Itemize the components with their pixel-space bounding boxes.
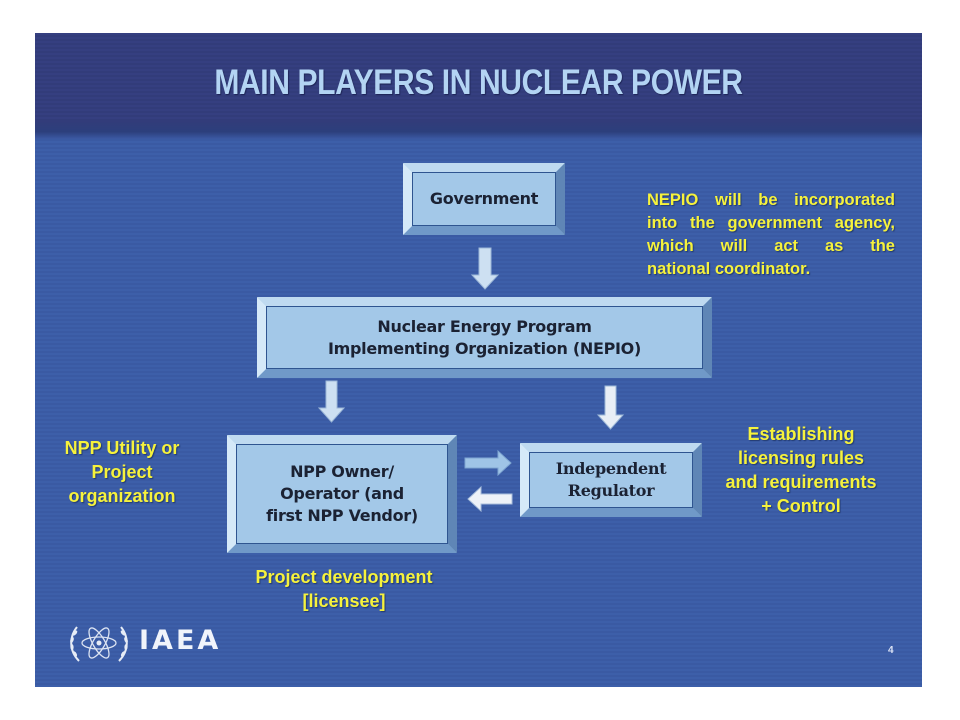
node-regulator: Independent Regulator [520,443,702,517]
note-line: into the government agency, [647,214,895,232]
logo-text: IAEA [139,625,222,656]
slide-header [35,33,922,137]
node-label: Government [429,189,539,208]
owner-left-note: NPP Utility or Project organization [64,438,180,506]
node-npp-owner: NPP Owner/ Operator (and first NPP Vendo… [227,435,457,553]
arrow-down-icon [470,247,500,290]
connector-arrows [317,247,625,513]
node-government: Government [403,163,565,235]
arrow-left-icon [467,485,513,513]
arrow-down-icon [317,380,346,423]
slide-title: MAIN PLAYERS IN NUCLEAR POWER [214,63,743,102]
slide: MAIN PLAYERS IN NUCLEAR POWER Government… [35,33,922,687]
iaea-emblem-icon [70,626,128,662]
nepio-note: NEPIO will be incorporated into the gove… [647,189,895,281]
node-nepio: Nuclear Energy Program Implementing Orga… [257,297,712,378]
header-divider [35,121,922,139]
note-line: national coordinator. [647,260,811,278]
arrow-down-icon [596,385,625,430]
node-label: Nuclear Energy Program Implementing Orga… [327,316,641,358]
owner-bottom-note: Project development [licensee] [255,567,433,611]
note-line: which will act as the [647,237,895,255]
node-label: Independent Regulator [555,459,667,500]
arrow-right-icon [464,449,512,477]
iaea-logo: IAEA [67,619,227,667]
regulator-note: Establishing licensing rules and require… [725,424,877,516]
page-number: 4 [888,645,894,656]
note-line: NEPIO will be incorporated [647,191,895,209]
node-label: NPP Owner/ Operator (and first NPP Vendo… [266,462,418,525]
